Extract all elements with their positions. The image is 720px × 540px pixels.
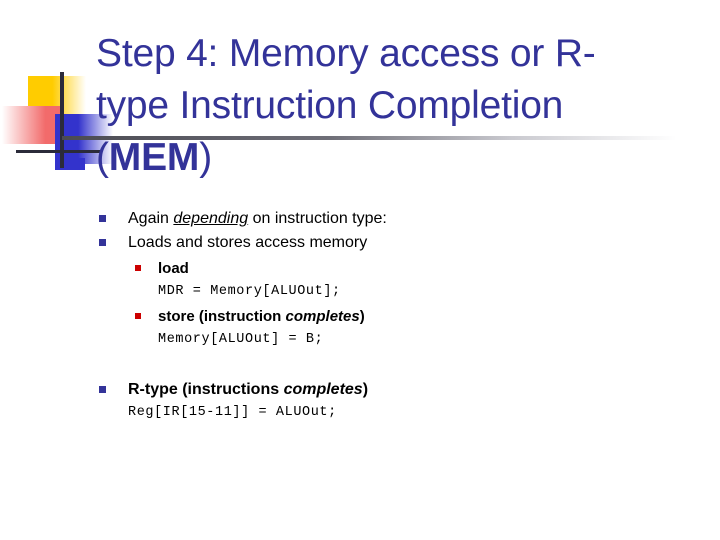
bullet-rtype-emphasis: completes bbox=[283, 381, 363, 398]
sub-bullet-square-icon bbox=[135, 265, 141, 271]
title-text: Step 4: Memory access or R-type Instruct… bbox=[96, 28, 696, 184]
sub-bullet-store-suffix: ) bbox=[359, 308, 365, 325]
bullet-again-prefix: Again bbox=[128, 210, 174, 227]
sub-bullet-item-store: store (instruction completes) bbox=[128, 306, 696, 327]
bullet-item-loads-stores: Loads and stores access memory bbox=[96, 232, 696, 254]
bullet-item-again: Again depending on instruction type: bbox=[96, 208, 696, 230]
bullet-square-icon bbox=[99, 239, 106, 246]
bullet-rtype-suffix: ) bbox=[362, 381, 369, 398]
title-line-1: Step 4: Memory access or R- bbox=[96, 32, 596, 75]
title-paren-open: ( bbox=[96, 136, 109, 179]
horizontal-rule-icon bbox=[16, 150, 100, 153]
bullet-square-icon bbox=[99, 386, 106, 393]
sub-bullet-store-prefix: store (instruction bbox=[158, 308, 286, 325]
red-square-icon bbox=[2, 106, 64, 144]
title-divider bbox=[62, 136, 702, 140]
slide-body: Again depending on instruction type: Loa… bbox=[96, 208, 696, 422]
sub-bullet-load-label: load bbox=[158, 260, 189, 277]
sub-bullet-store-emphasis: completes bbox=[285, 308, 360, 325]
title-paren-close: ) bbox=[199, 136, 212, 179]
vertical-rule-icon bbox=[60, 72, 64, 168]
bullet-group-rtype: R-type (instructions completes) Reg[IR[1… bbox=[96, 379, 696, 422]
code-line-store: Memory[ALUOut] = B; bbox=[158, 332, 324, 347]
sub-bullet-square-icon bbox=[135, 313, 141, 319]
sub-bullet-item-load: load bbox=[128, 258, 696, 279]
bullet-square-icon bbox=[99, 215, 106, 222]
code-line-rtype: Reg[IR[15-11]] = ALUOut; bbox=[128, 405, 337, 420]
bullet-item-rtype: R-type (instructions completes) bbox=[96, 379, 696, 401]
title-line-2: type Instruction Completion bbox=[96, 84, 564, 127]
code-line-load: MDR = Memory[ALUOut]; bbox=[158, 284, 341, 299]
bullet-rtype-prefix: R-type (instructions bbox=[128, 381, 284, 398]
title-mem-abbrev: MEM bbox=[108, 136, 200, 179]
yellow-square-icon bbox=[28, 76, 86, 124]
blue-square-tail-icon bbox=[55, 158, 85, 170]
bullet-again-suffix: on instruction type: bbox=[248, 210, 387, 227]
bullet-loads-stores-label: Loads and stores access memory bbox=[128, 234, 368, 251]
page-title: Step 4: Memory access or R-type Instruct… bbox=[96, 28, 696, 184]
bullet-again-emphasis: depending bbox=[173, 210, 249, 227]
